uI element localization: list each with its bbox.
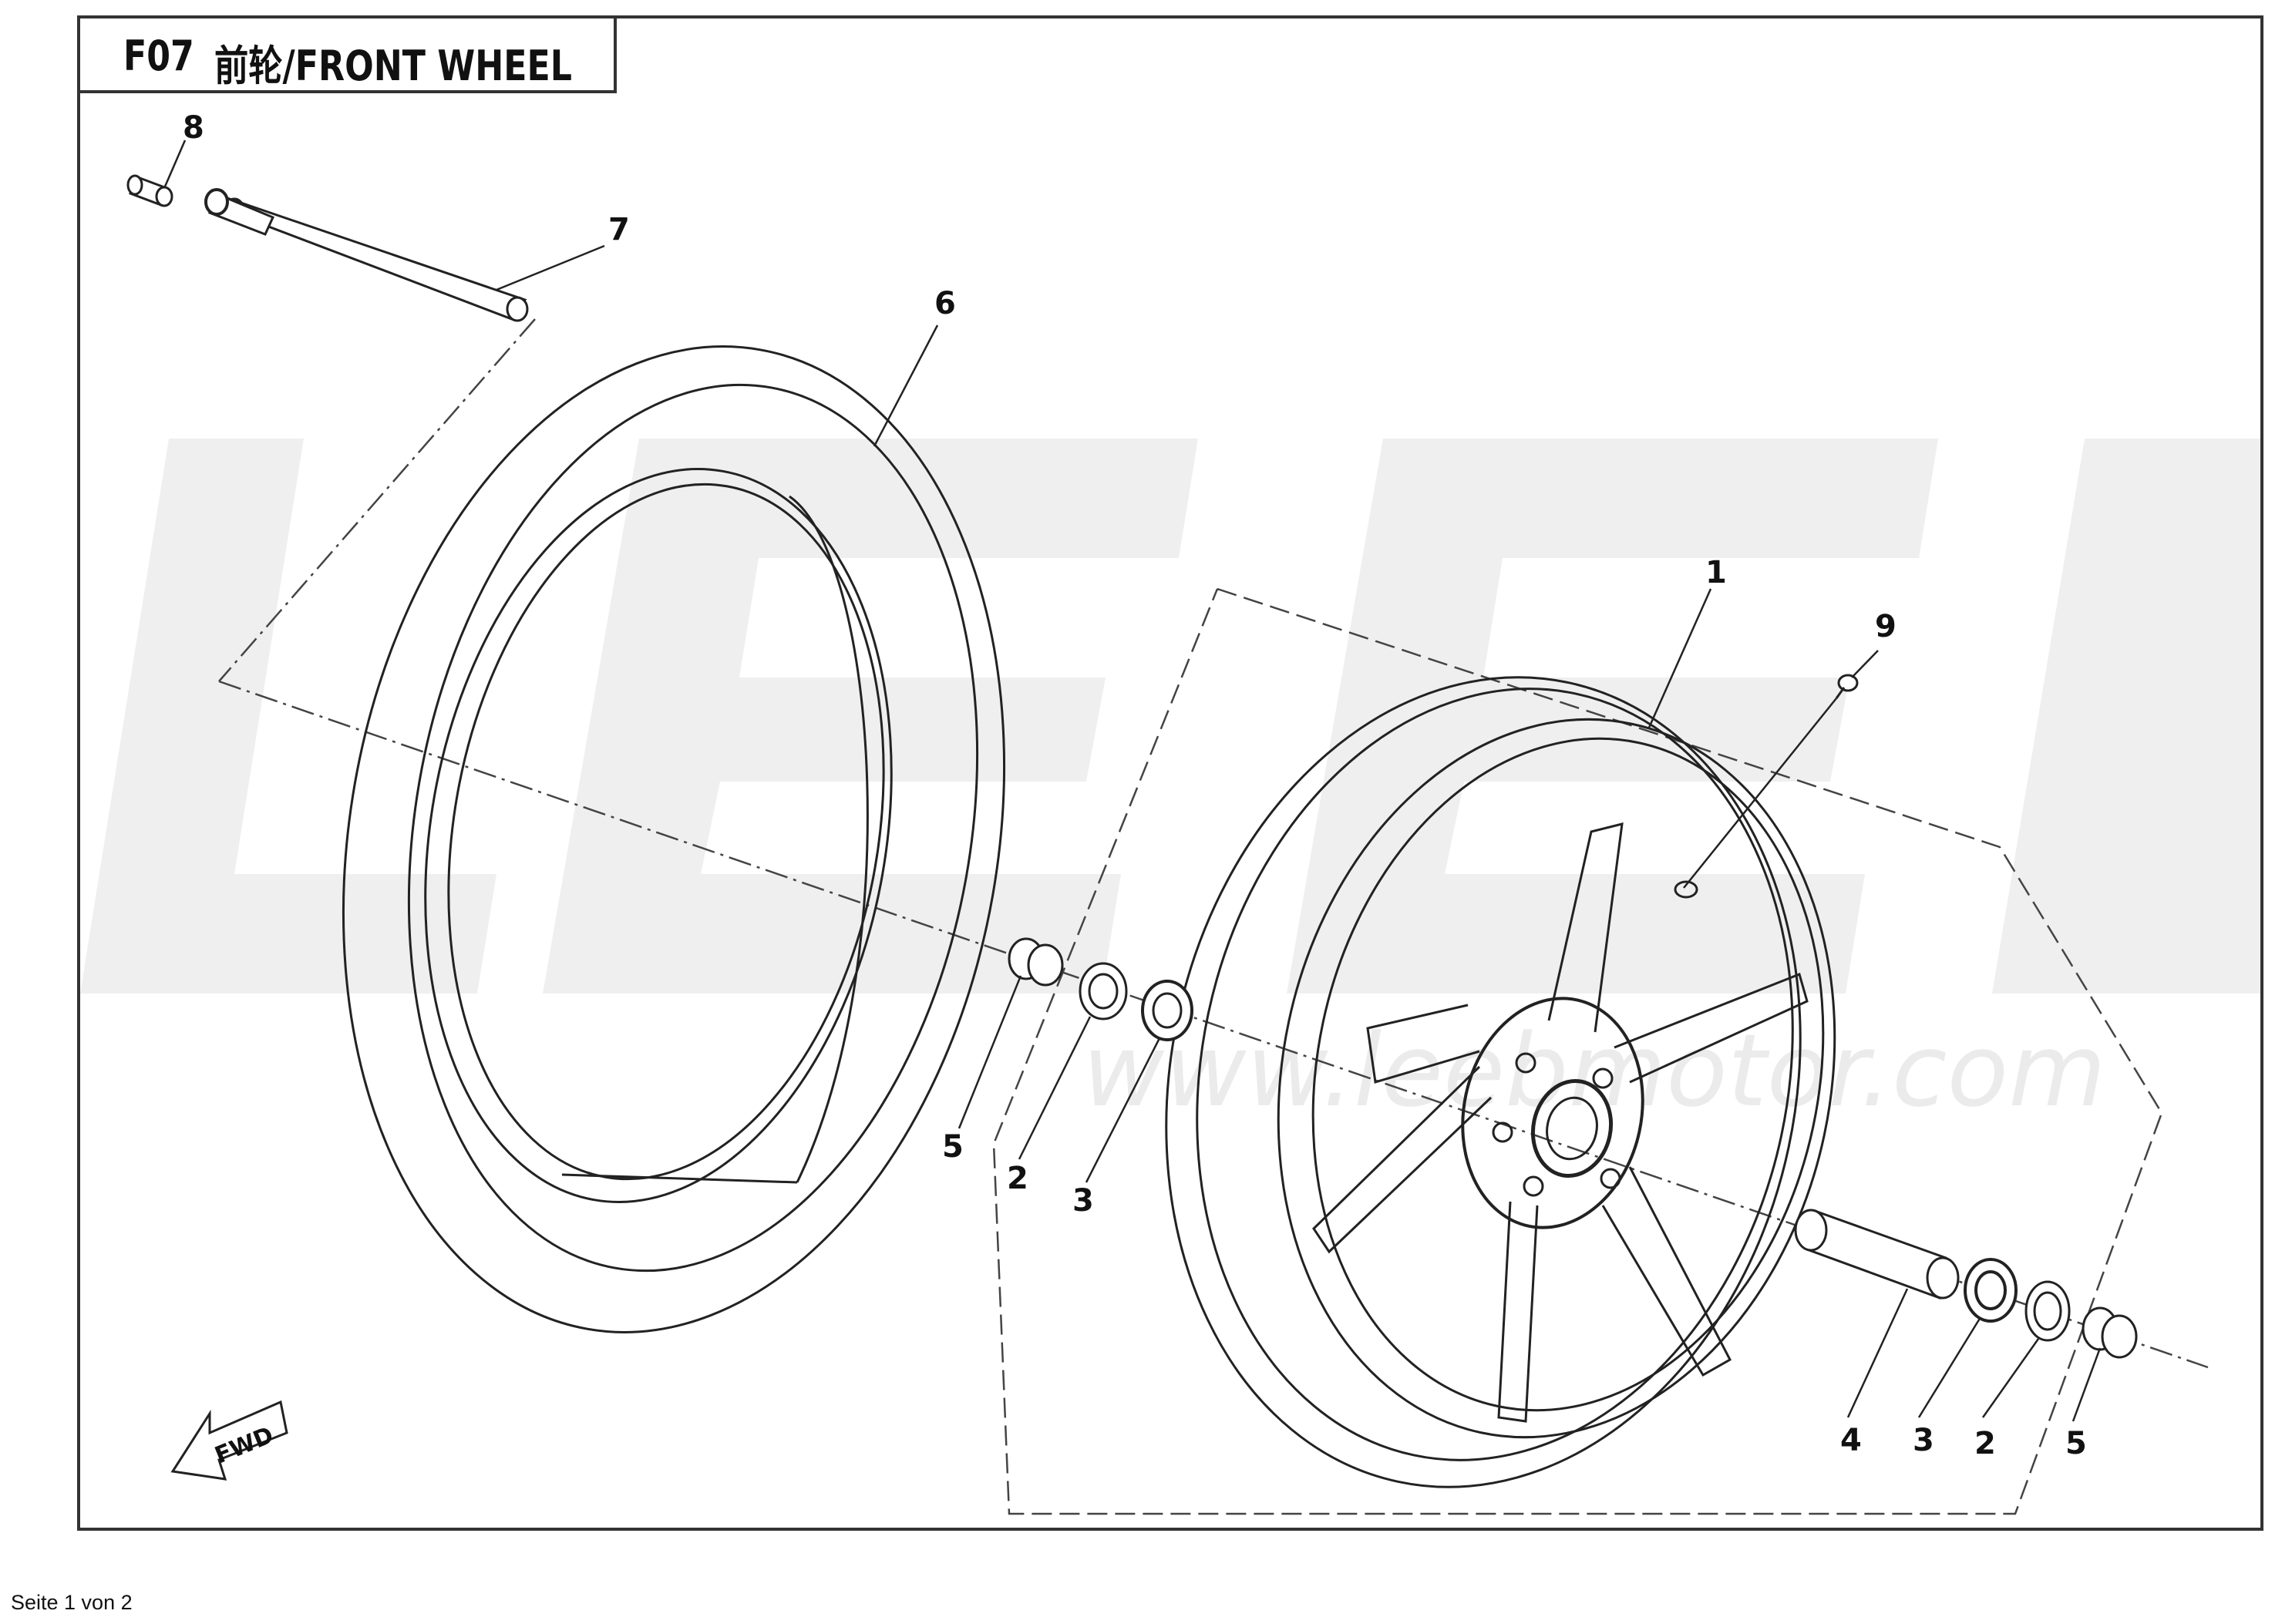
hub-bolt-hole xyxy=(1523,1175,1544,1197)
oil-seal-right-inner xyxy=(2033,1291,2062,1331)
spoke xyxy=(1614,972,1809,1084)
title-box: F07 前轮/FRONT WHEEL xyxy=(80,18,617,93)
bearing-right-inner xyxy=(1974,1270,2007,1310)
leader-9-top xyxy=(1851,650,1879,678)
leader-lines xyxy=(163,140,2102,1422)
watermark-letter-b xyxy=(1992,439,2260,994)
spacer-collar-right-face xyxy=(2101,1314,2138,1359)
valve-cap xyxy=(1837,674,1859,692)
hub-bolt-hole xyxy=(1600,1168,1621,1189)
axle-leader-line xyxy=(218,318,536,682)
cap-end xyxy=(126,174,143,196)
callout-3-left: 3 xyxy=(1072,1183,1094,1219)
watermark-letter-l xyxy=(80,439,496,994)
callout-9: 9 xyxy=(1875,609,1897,644)
hub-spacer-face xyxy=(1926,1256,1960,1300)
leader-5b xyxy=(2072,1347,2102,1422)
hub-bolt-hole xyxy=(1515,1052,1536,1074)
hub-bore xyxy=(1530,1078,1614,1178)
hub-spacer-end xyxy=(1794,1209,1828,1252)
wheel-assembly-boundary xyxy=(992,587,2163,1515)
tire-inner-wall xyxy=(789,495,869,1183)
spoke xyxy=(1547,822,1624,1033)
diagram-frame: F07 前轮/FRONT WHEEL www.leebmotor.com xyxy=(77,15,2263,1531)
leader-2a xyxy=(1018,1016,1092,1160)
fwd-arrow: FWD xyxy=(170,1400,288,1481)
leader-5a xyxy=(958,975,1022,1129)
watermark-logo xyxy=(80,439,2260,994)
axle-head-face xyxy=(204,188,229,216)
hub-spacer-tube xyxy=(1806,1209,1947,1300)
leader-8 xyxy=(163,140,187,187)
hub-bolt-hole xyxy=(1592,1068,1614,1089)
rim-outer-lip xyxy=(1196,688,1794,1461)
rim-inner-edge xyxy=(1277,718,1836,1439)
tire-tread-line xyxy=(407,383,979,1273)
axle-end xyxy=(506,296,529,322)
callout-6: 6 xyxy=(934,286,956,321)
leader-3a xyxy=(1085,1037,1161,1183)
callout-2-right: 2 xyxy=(1974,1426,1996,1461)
leader-6 xyxy=(873,324,939,447)
spoke xyxy=(1312,1065,1493,1254)
hub-flange xyxy=(1461,997,1644,1229)
spoke-root xyxy=(1366,1004,1480,1084)
valve-hole xyxy=(1674,880,1698,899)
tire-inner-floor xyxy=(561,1173,798,1184)
spoke xyxy=(1497,1201,1539,1423)
diagram-code: F07 xyxy=(123,32,194,80)
leader-9-bottom xyxy=(1683,698,1837,889)
leader-1 xyxy=(1647,588,1712,728)
tire-valve xyxy=(1835,674,1859,699)
fwd-arrow-shape xyxy=(170,1400,288,1481)
callout-2-left: 2 xyxy=(1007,1161,1028,1196)
spacer-collar-left-face xyxy=(1027,943,1064,987)
leader-2b xyxy=(1981,1338,2040,1418)
callout-4: 4 xyxy=(1840,1423,1862,1458)
callout-5-right: 5 xyxy=(2065,1426,2087,1461)
page-number: Seite 1 von 2 xyxy=(11,1591,133,1614)
hub-bolt-hole xyxy=(1492,1121,1513,1143)
watermark-letter-e1 xyxy=(543,439,1198,994)
left-hub-parts xyxy=(1008,937,1193,1041)
front-axle xyxy=(204,188,529,322)
axle-cap xyxy=(126,174,173,207)
tire xyxy=(342,345,1006,1333)
bearing-left-inner xyxy=(1152,992,1183,1029)
watermark-letter-e2 xyxy=(1287,439,1938,994)
exploded-diagram: www.leebmotor.com xyxy=(80,110,2260,1515)
tire-bead-outer xyxy=(424,468,893,1203)
tire-outer-edge xyxy=(342,345,1006,1333)
valve-stem xyxy=(1835,687,1846,699)
callout-5-left: 5 xyxy=(942,1129,964,1165)
callout-7: 7 xyxy=(608,212,630,247)
leader-4 xyxy=(1846,1288,1909,1418)
callout-8: 8 xyxy=(183,110,204,146)
oil-seal-left-inner xyxy=(1088,973,1119,1010)
leader-3b xyxy=(1917,1316,1982,1418)
cap-face xyxy=(155,186,173,207)
leader-7 xyxy=(496,244,605,291)
spoke xyxy=(1601,1166,1732,1377)
right-hub-parts xyxy=(1794,1209,2138,1359)
callout-1: 1 xyxy=(1705,555,1727,590)
rim-inner-lip xyxy=(1311,737,1825,1412)
hub-bore-inner xyxy=(1546,1096,1598,1161)
callout-3-right: 3 xyxy=(1913,1423,1934,1458)
diagram-title: 前轮/FRONT WHEEL xyxy=(214,42,573,90)
